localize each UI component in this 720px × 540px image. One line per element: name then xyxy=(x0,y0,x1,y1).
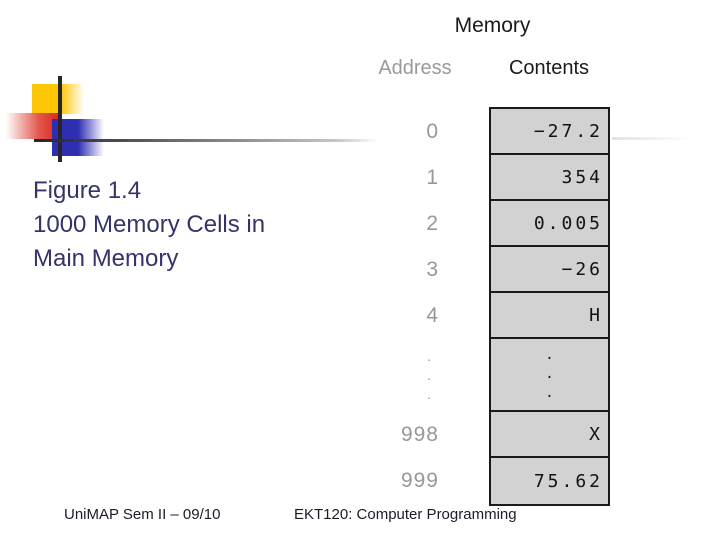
contents-column-header: Contents xyxy=(508,57,590,79)
address-label: 2 xyxy=(426,212,439,235)
caption-line-1: Figure 1.4 xyxy=(33,177,142,204)
memory-cell: 354 xyxy=(491,155,608,201)
caption-line-2: 1000 Memory Cells in xyxy=(33,211,266,238)
address-column: 0 1 2 3 4 . . . 998 999 xyxy=(373,109,443,504)
address-label: 4 xyxy=(426,304,439,327)
address-label: 3 xyxy=(426,258,439,281)
memory-table: −27.2 354 0.005 −26 H . . . X 75.62 xyxy=(489,107,610,506)
footer-course-session: UniMAP Sem II – 09/10 xyxy=(64,506,221,523)
memory-cell-ellipsis: . . . xyxy=(491,339,608,412)
memory-cell: −27.2 xyxy=(491,109,608,155)
horizontal-line-decoration xyxy=(34,139,378,142)
address-label: 999 xyxy=(400,469,439,492)
memory-cell: 75.62 xyxy=(533,470,603,492)
address-label: 0 xyxy=(426,120,439,143)
memory-cell: −26 xyxy=(491,247,608,293)
memory-label: Memory xyxy=(454,14,531,37)
footer-course-title: EKT120: Computer Programming xyxy=(294,506,517,523)
memory-cell: X xyxy=(491,412,608,458)
caption-line-3: Main Memory xyxy=(33,245,179,272)
figure-caption: Figure 1.4 1000 Memory Cells in Main Mem… xyxy=(33,174,265,276)
horizontal-line-right-segment xyxy=(612,137,692,140)
address-label: 1 xyxy=(426,166,439,189)
memory-cell: 0.005 xyxy=(491,201,608,247)
address-column-header: Address xyxy=(378,57,452,79)
vertical-line-decoration xyxy=(58,76,62,162)
address-label: 998 xyxy=(400,423,439,446)
red-square-decoration xyxy=(3,113,58,139)
memory-cell: H xyxy=(491,293,608,339)
address-ellipsis: . . . xyxy=(427,348,431,402)
